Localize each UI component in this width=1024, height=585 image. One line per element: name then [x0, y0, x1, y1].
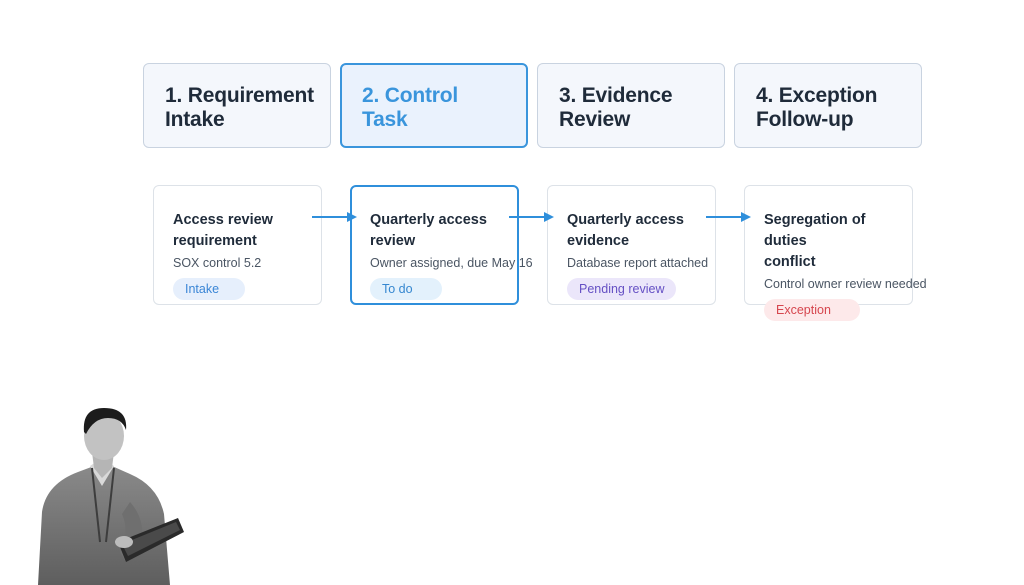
arrow-right-icon [312, 212, 357, 222]
stage-title: 1. Requirement Intake [165, 84, 314, 131]
card-title: Quarterly access evidence [567, 212, 684, 249]
card-title: Quarterly access review [370, 212, 487, 249]
card-subtitle: Control owner review needed [764, 277, 927, 291]
arrow-right-icon [509, 212, 554, 222]
card-quarterly-access-review[interactable]: Quarterly access review Owner assigned, … [350, 185, 533, 305]
card-subtitle: SOX control 5.2 [173, 256, 262, 270]
status-badge: Pending review [567, 278, 677, 300]
status-badge: To do [370, 278, 442, 300]
card-subtitle: Owner assigned, due May 16 [370, 256, 533, 270]
stage-requirement-intake[interactable]: 1. Requirement Intake [143, 63, 331, 148]
stage-evidence-review[interactable]: 3. Evidence Review [537, 63, 725, 148]
stage-exception-follow-up[interactable]: 4. Exception Follow-up [734, 63, 922, 148]
stage-title: 3. Evidence Review [559, 84, 673, 131]
card-quarterly-access-evidence[interactable]: Quarterly access evidence Database repor… [547, 185, 716, 305]
card-access-review-requirement[interactable]: Access review requirement SOX control 5.… [153, 185, 322, 305]
stage-title: 4. Exception Follow-up [756, 84, 878, 131]
stage-control-task[interactable]: 2. Control Task [340, 63, 528, 148]
card-title: Segregation of duties conflict [764, 212, 866, 270]
stage-title: 2. Control Task [362, 84, 458, 131]
card-title: Access review requirement [173, 212, 273, 249]
status-badge: Exception [764, 299, 860, 321]
arrow-right-icon [706, 212, 751, 222]
person-with-tablet-image [38, 408, 184, 585]
status-badge: Intake [173, 278, 245, 300]
card-segregation-of-duties-conflict[interactable]: Segregation of duties conflict Control o… [744, 185, 927, 321]
card-subtitle: Database report attached [567, 256, 709, 270]
